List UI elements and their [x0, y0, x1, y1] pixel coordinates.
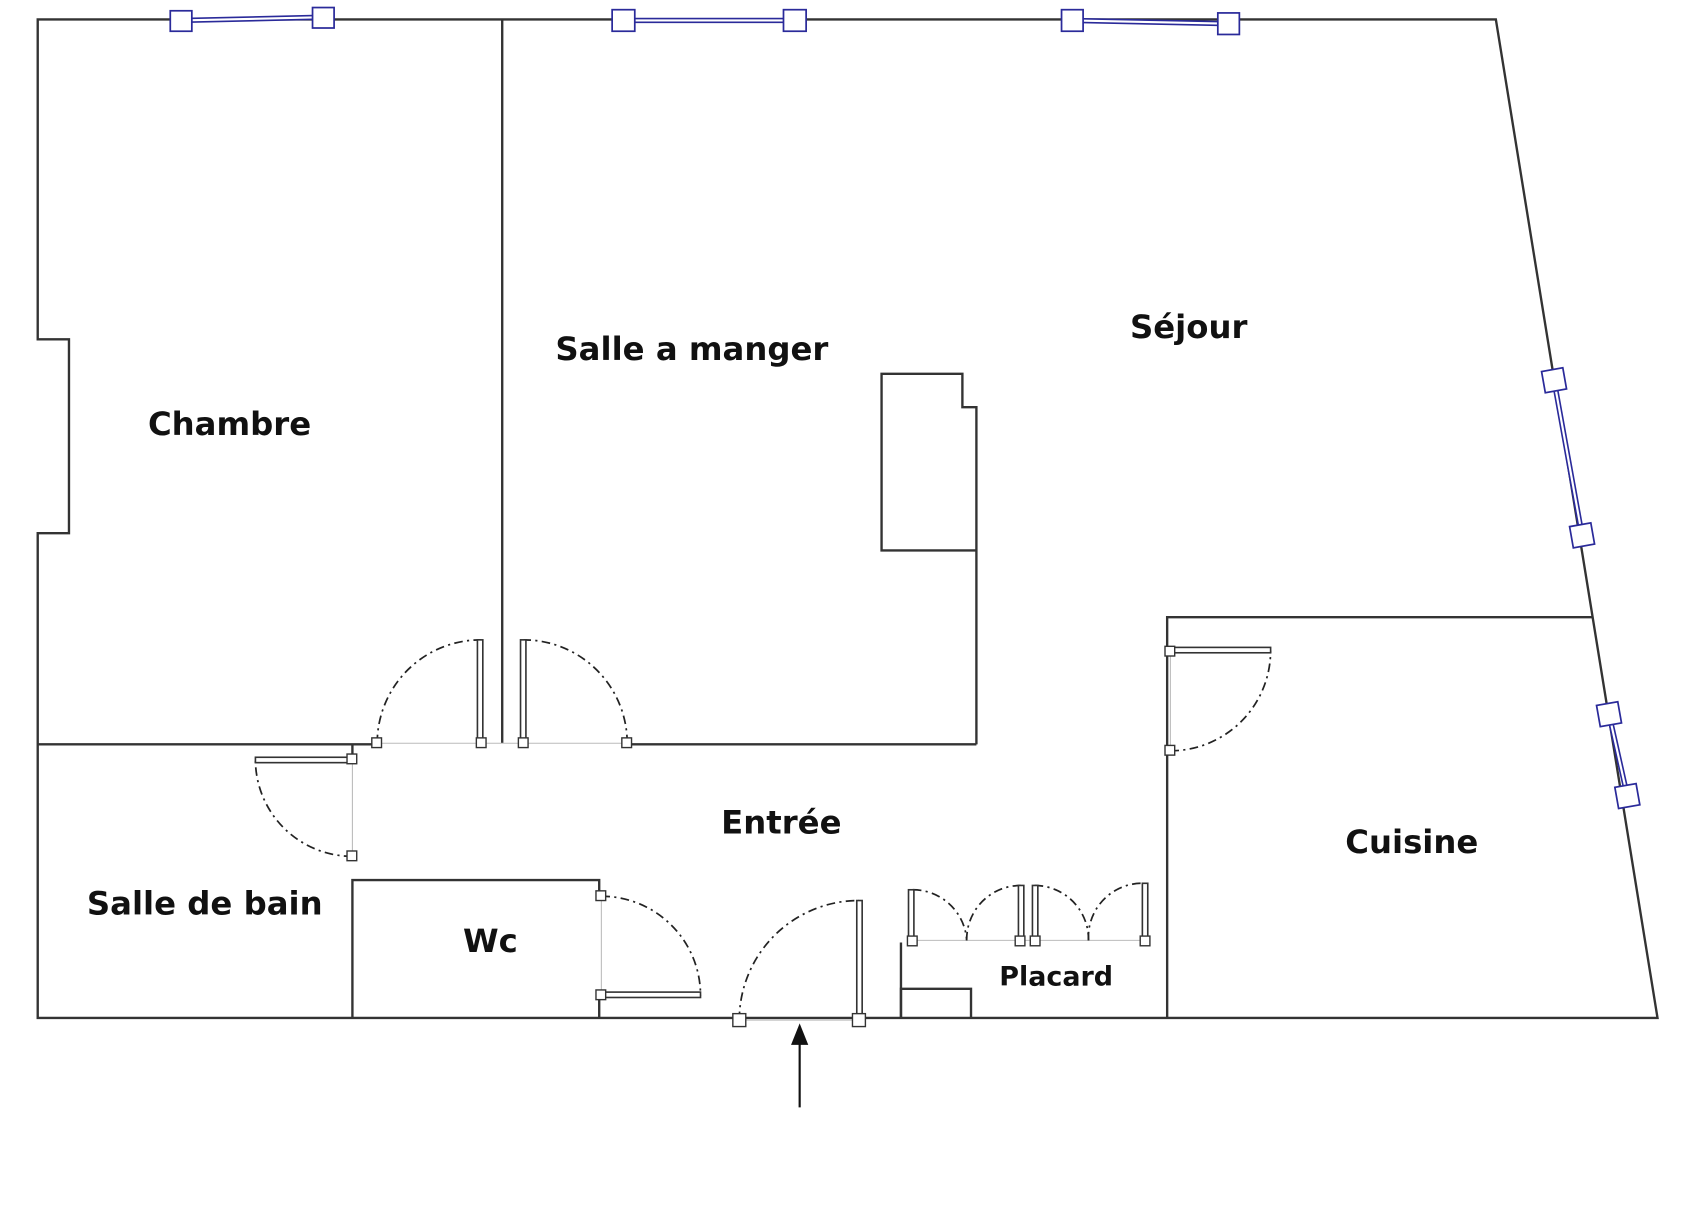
walls [36, 18, 1659, 1020]
placard-doors [906, 882, 1151, 947]
room-label-salle-de-bain: Salle de bain [87, 885, 323, 923]
room-label-wc: Wc [463, 922, 518, 960]
room-label-chambre: Chambre [148, 405, 311, 443]
room-label-entree: Entrée [721, 804, 841, 842]
door-chambre [371, 638, 487, 749]
windows [169, 6, 1641, 810]
room-label-cuisine: Cuisine [1345, 823, 1478, 861]
door-salle-de-bain [254, 753, 358, 862]
room-label-sejour: Séjour [1130, 308, 1247, 346]
openings [351, 650, 1171, 1021]
entrance-arrow-icon [791, 1023, 809, 1108]
door-wc [595, 890, 702, 1001]
door-entrance [732, 899, 867, 1028]
room-label-salle-a-manger: Salle a manger [555, 330, 828, 368]
door-salle-a-manger [517, 638, 633, 749]
room-label-placard: Placard [999, 962, 1113, 993]
door-cuisine [1164, 645, 1272, 756]
